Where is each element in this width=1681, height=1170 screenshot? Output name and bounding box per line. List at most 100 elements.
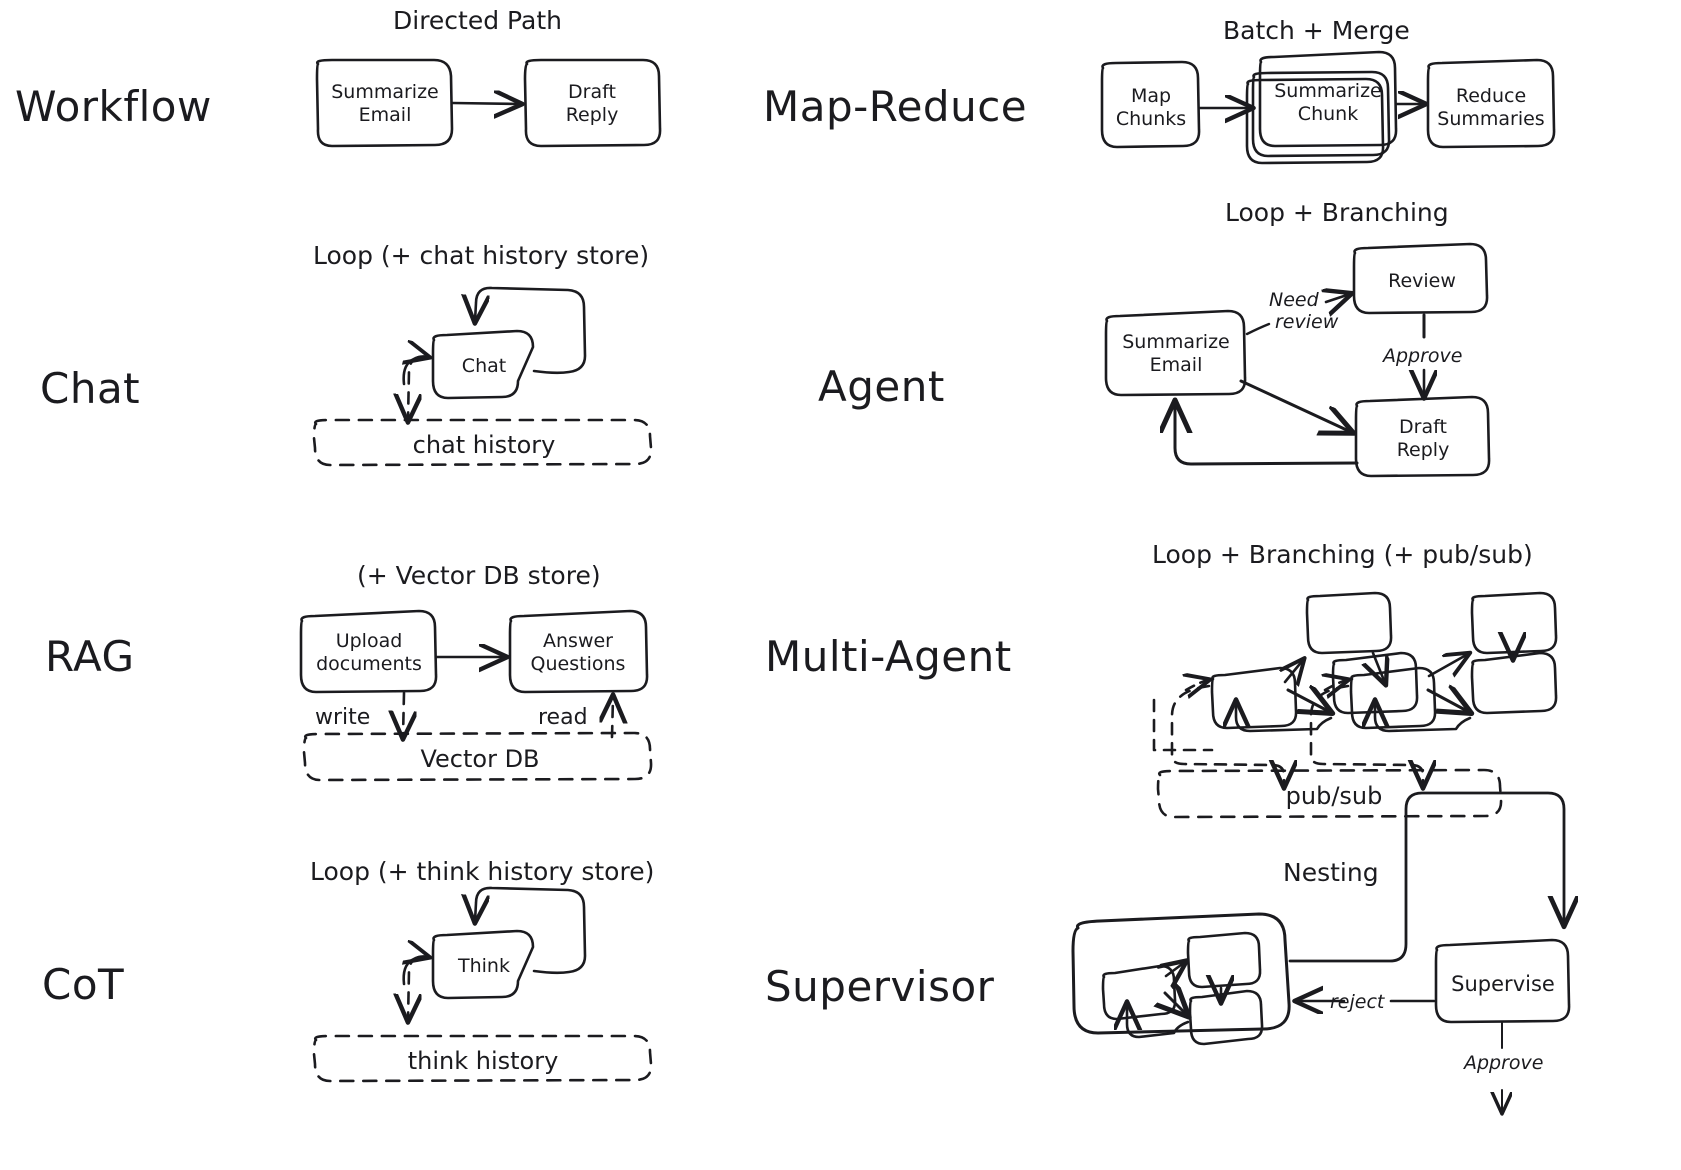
ma-a-node-top	[1305, 591, 1393, 655]
node-think-label: Think	[458, 955, 510, 977]
store-think-history-label: think history	[407, 1047, 559, 1075]
edge-upload-to-vectordb	[403, 691, 404, 737]
node-reduce-summaries-line2: Summaries	[1437, 108, 1545, 130]
ma-a-edge-top-right	[1373, 651, 1385, 683]
edge-draft-to-summarize	[1175, 403, 1359, 466]
row-label-multi-agent: Multi-Agent	[765, 632, 1012, 681]
edge-think-to-history	[408, 955, 419, 1020]
node-answer-questions-line2: Questions	[530, 653, 626, 675]
node-summarize-chunk-stack-2	[1251, 70, 1391, 158]
store-vector-db-box	[302, 731, 653, 782]
edge-label-approve-out: Approve	[1464, 1052, 1544, 1074]
store-think-history-box	[312, 1034, 653, 1083]
node-agent-draft-line2: Reply	[1396, 439, 1450, 461]
edge-label-reject: reject	[1330, 991, 1385, 1013]
node-answer-questions-line1: Answer	[543, 630, 613, 652]
node-summarize-email-box	[315, 58, 454, 148]
edge-summarize-to-draft	[451, 103, 520, 104]
sv-edge-left-top	[1166, 962, 1185, 976]
caption-loop-think-history: Loop (+ think history store)	[310, 857, 655, 886]
caption-loop-branching-pubsub: Loop + Branching (+ pub/sub)	[1152, 540, 1533, 569]
edge-label-review: review	[1275, 311, 1339, 333]
node-map-chunks-line2: Chunks	[1115, 108, 1187, 130]
node-review-label: Review	[1388, 270, 1456, 292]
sv-node-top	[1186, 931, 1262, 989]
caption-vector-db-store: (+ Vector DB store)	[357, 561, 601, 590]
node-agent-summarize-box	[1104, 309, 1247, 397]
store-chat-history-label: chat history	[412, 431, 556, 459]
node-summarize-chunk-box	[1258, 50, 1398, 148]
node-agent-summarize-line1: Summarize	[1122, 331, 1230, 353]
node-reduce-summaries-box	[1426, 58, 1556, 149]
store-chat-history-box	[312, 418, 653, 467]
node-summarize-chunk-line1: Summarize	[1274, 80, 1382, 102]
sv-edge-left-bottom	[1165, 993, 1187, 1015]
node-chat-label: Chat	[461, 355, 507, 377]
edge-label-approve: Approve	[1383, 345, 1463, 367]
node-upload-documents-line2: documents	[316, 653, 422, 675]
ma-b-node-left	[1349, 666, 1437, 730]
node-agent-summarize-line2: Email	[1149, 354, 1203, 376]
sv-node-bottom	[1188, 989, 1264, 1046]
ma-a-edge-left-right	[1286, 690, 1330, 712]
node-reduce-summaries-line1: Reduce	[1455, 85, 1527, 107]
ma-b-edge-left-right	[1426, 690, 1469, 712]
store-pub-sub-label: pub/sub	[1285, 782, 1383, 810]
node-draft-reply-box	[523, 58, 662, 148]
node-summarize-email-line1: Summarize	[331, 81, 439, 103]
ma-b-node-top	[1470, 591, 1558, 655]
node-think-box	[431, 929, 535, 1000]
caption-batch-merge: Batch + Merge	[1223, 16, 1410, 45]
row-label-agent: Agent	[818, 362, 945, 411]
row-label-rag: RAG	[45, 632, 135, 681]
edge-vectordb-to-answer	[612, 697, 613, 739]
ma-a-edge-right-left	[1236, 702, 1333, 733]
node-map-chunks-box	[1100, 60, 1201, 149]
row-label-chat: Chat	[40, 364, 141, 413]
node-upload-documents-box	[299, 609, 438, 694]
row-label-map-reduce: Map-Reduce	[763, 82, 1028, 131]
ma-a-dashed-entry	[1186, 680, 1208, 690]
ma-a-node-left	[1210, 666, 1298, 730]
edge-summarize-to-review-arrow	[1326, 294, 1350, 302]
edge-think-self-loop	[475, 886, 587, 975]
store-vector-db-label: Vector DB	[420, 745, 540, 773]
node-map-chunks-line1: Map	[1130, 85, 1172, 107]
ma-a-edge-left-top	[1285, 660, 1303, 682]
edge-chat-self-loop	[475, 286, 587, 375]
caption-loop-chat-history: Loop (+ chat history store)	[313, 241, 650, 270]
node-upload-documents-line1: Upload	[335, 630, 403, 652]
node-answer-questions-box	[508, 609, 649, 694]
ma-a-dashed-in	[1152, 698, 1214, 752]
row-label-cot: CoT	[42, 960, 125, 1009]
node-summarize-chunk-line2: Chunk	[1297, 103, 1359, 125]
store-pub-sub-box	[1156, 768, 1503, 819]
node-draft-reply-line1: Draft	[568, 81, 616, 103]
row-label-supervisor: Supervisor	[765, 962, 995, 1011]
ma-b-edge-left-top	[1427, 654, 1468, 676]
ma-b-node-right	[1470, 651, 1558, 715]
node-supervise-label: Supervise	[1451, 972, 1555, 996]
node-review-box	[1352, 242, 1489, 315]
edge-history-to-think	[404, 956, 428, 986]
edge-label-write: write	[315, 705, 371, 730]
caption-directed-path: Directed Path	[393, 6, 562, 35]
caption-nesting: Nesting	[1283, 858, 1379, 887]
ma-b-dashed-entry	[1325, 680, 1347, 690]
edge-chat-to-history	[408, 355, 419, 420]
node-supervise-box	[1434, 938, 1571, 1024]
edge-subgraph-to-supervise	[1288, 791, 1564, 963]
node-summarize-email-line2: Email	[358, 104, 412, 126]
supervisor-subgraph-container	[1071, 912, 1291, 1035]
edge-history-to-chat	[404, 356, 428, 386]
caption-loop-branching: Loop + Branching	[1225, 198, 1449, 227]
sv-edge-bottom-left	[1127, 1004, 1190, 1039]
edge-label-need: Need	[1269, 289, 1319, 311]
ma-b-edge-right-left	[1375, 702, 1472, 733]
edge-summarize-to-draft	[1239, 379, 1351, 432]
row-label-workflow: Workflow	[15, 82, 212, 131]
node-draft-reply-line2: Reply	[565, 104, 619, 126]
node-agent-draft-line1: Draft	[1399, 416, 1447, 438]
